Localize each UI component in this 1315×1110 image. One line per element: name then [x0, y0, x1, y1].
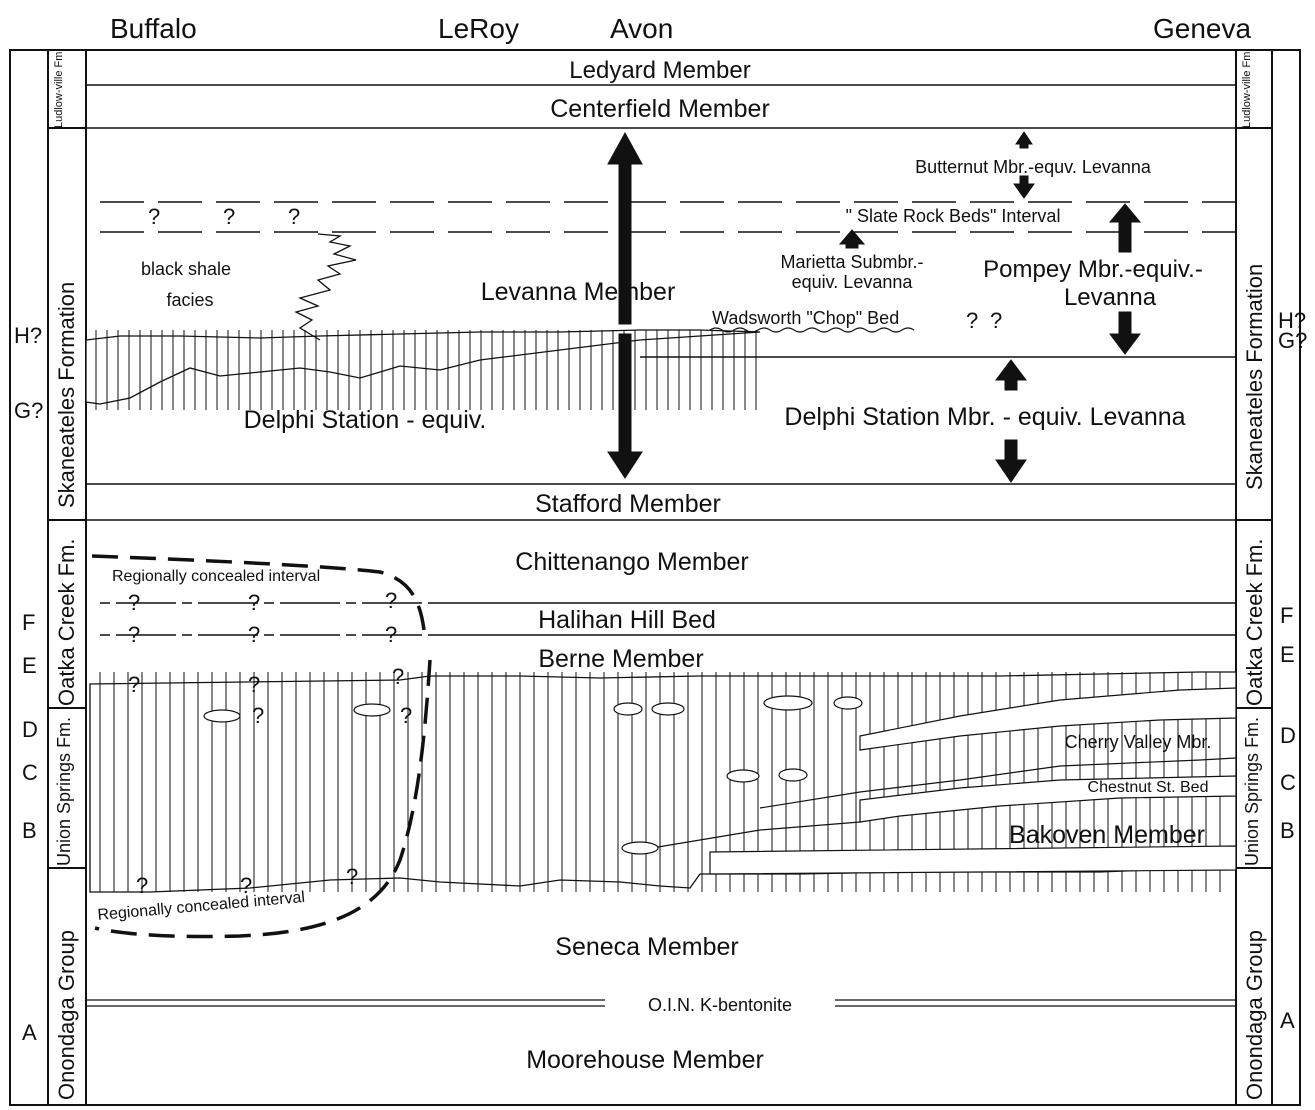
right-unit-e: E	[1280, 642, 1295, 667]
locality-buffalo: Buffalo	[110, 13, 197, 44]
question-mark: ?	[128, 622, 140, 647]
question-mark: ?	[136, 873, 148, 898]
left-unit-d: D	[22, 717, 38, 742]
bakoven-band	[709, 845, 1237, 875]
annotation-marietta-1: Marietta Submbr.-	[780, 252, 923, 272]
annotation-concealed-top: Regionally concealed interval	[112, 568, 320, 585]
bakoven-hatch-zone	[89, 671, 1237, 893]
question-mark: ?	[346, 864, 358, 889]
delphi-hatch-lens	[85, 329, 761, 410]
member-stafford: Stafford Member	[535, 490, 721, 518]
question-marks: ? ? ? ? ? ? ? ? ? ? ? ? ? ? ? ? ? ? ?	[128, 204, 1002, 898]
chart-frame	[9, 49, 1301, 1106]
cherry-valley-wedge	[859, 687, 1237, 751]
question-mark: ?	[385, 622, 397, 647]
member-berne: Berne Member	[538, 645, 703, 673]
right-unit-g: G?	[1278, 328, 1307, 353]
question-mark: ?	[400, 703, 412, 728]
member-boundaries	[86, 84, 1236, 636]
left-fm-onondaga: Onondaga Group	[54, 930, 79, 1100]
right-unit-a: A	[1280, 1008, 1295, 1033]
right-unit-f: F	[1280, 603, 1293, 628]
oin-bentonite-lines	[86, 999, 1236, 1007]
question-mark: ?	[966, 308, 978, 333]
arrows	[607, 131, 1142, 483]
right-unit-h: H?	[1278, 308, 1306, 333]
locality-leroy: LeRoy	[438, 13, 519, 44]
annotation-black-shale-2: facies	[166, 290, 213, 310]
question-mark: ?	[288, 204, 300, 229]
concealed-lines	[100, 602, 430, 636]
oin-k-bentonite: O.I.N. K-bentonite	[648, 995, 792, 1015]
annotation-slate-rock: " Slate Rock Beds" Interval	[846, 206, 1061, 226]
left-unit-h: H?	[14, 323, 42, 348]
question-mark: ?	[392, 664, 404, 689]
locality-geneva: Geneva	[1153, 13, 1251, 44]
chestnut-wedge	[859, 775, 1237, 823]
left-unit-e: E	[22, 653, 37, 678]
question-mark: ?	[128, 590, 140, 615]
left-unit-g: G?	[14, 398, 43, 423]
member-chestnut: Chestnut St. Bed	[1088, 779, 1209, 796]
member-centerfield: Centerfield Member	[550, 95, 770, 123]
member-levanna: Levanna Member	[481, 278, 676, 306]
left-fm-ludlowville: Ludlow-ville Fm	[53, 52, 65, 128]
member-ledyard: Ledyard Member	[569, 57, 750, 84]
question-mark: ?	[248, 590, 260, 615]
member-cherry-valley: Cherry Valley Mbr.	[1065, 732, 1212, 752]
left-unit-a: A	[22, 1020, 37, 1045]
annotation-black-shale-1: black shale	[141, 259, 231, 279]
facies-wavy-line	[294, 233, 357, 341]
right-fm-skaneateles: Skaneateles Formation	[1242, 264, 1267, 490]
right-unit-d: D	[1280, 723, 1296, 748]
question-mark: ?	[248, 672, 260, 697]
locality-avon: Avon	[610, 13, 673, 44]
left-unit-b: B	[22, 818, 37, 843]
left-fm-oatka: Oatka Creek Fm.	[54, 539, 79, 706]
left-fm-skaneateles: Skaneateles Formation	[54, 282, 79, 508]
right-fm-union-springs: Union Springs Fm.	[1242, 717, 1262, 866]
chert-nodules	[203, 695, 863, 855]
right-fm-onondaga: Onondaga Group	[1242, 930, 1267, 1100]
right-unit-c: C	[1280, 770, 1296, 795]
annotation-pompey-2: Levanna	[1064, 284, 1157, 311]
question-mark: ?	[990, 308, 1002, 333]
left-fm-union-springs: Union Springs Fm.	[54, 717, 74, 866]
annotation-butternut: Butternut Mbr.-equv. Levanna	[915, 157, 1152, 177]
wadsworth-wavy-underline	[709, 327, 915, 333]
question-mark: ?	[148, 204, 160, 229]
annotation-marietta-2: equiv. Levanna	[792, 272, 914, 292]
concealed-interval-outline	[91, 554, 432, 939]
question-mark: ?	[248, 622, 260, 647]
member-delphi-left: Delphi Station - equiv.	[244, 406, 487, 434]
question-mark: ?	[240, 873, 252, 898]
right-fm-ludlowville: Ludlow-ville Fm	[1241, 52, 1253, 128]
member-halihan: Halihan Hill Bed	[538, 606, 716, 634]
uncertain-lines	[100, 201, 1236, 233]
left-unit-f: F	[22, 610, 35, 635]
right-unit-b: B	[1280, 818, 1295, 843]
question-mark: ?	[128, 672, 140, 697]
right-fm-oatka: Oatka Creek Fm.	[1242, 539, 1267, 706]
member-bakoven: Bakoven Member	[1009, 821, 1205, 849]
question-mark: ?	[252, 703, 264, 728]
left-unit-c: C	[22, 760, 38, 785]
member-delphi-right: Delphi Station Mbr. - equiv. Levanna	[784, 403, 1185, 431]
annotation-concealed-bottom: Regionally concealed interval	[97, 889, 306, 924]
question-mark: ?	[385, 588, 397, 613]
member-seneca: Seneca Member	[555, 933, 738, 961]
annotation-wadsworth: Wadsworth "Chop" Bed	[712, 308, 899, 328]
question-mark: ?	[223, 204, 235, 229]
member-chittenango: Chittenango Member	[515, 548, 748, 576]
annotation-pompey-1: Pompey Mbr.-equiv.-	[983, 256, 1203, 283]
formation-boundaries	[48, 127, 1272, 869]
member-moorehouse: Moorehouse Member	[526, 1046, 764, 1074]
